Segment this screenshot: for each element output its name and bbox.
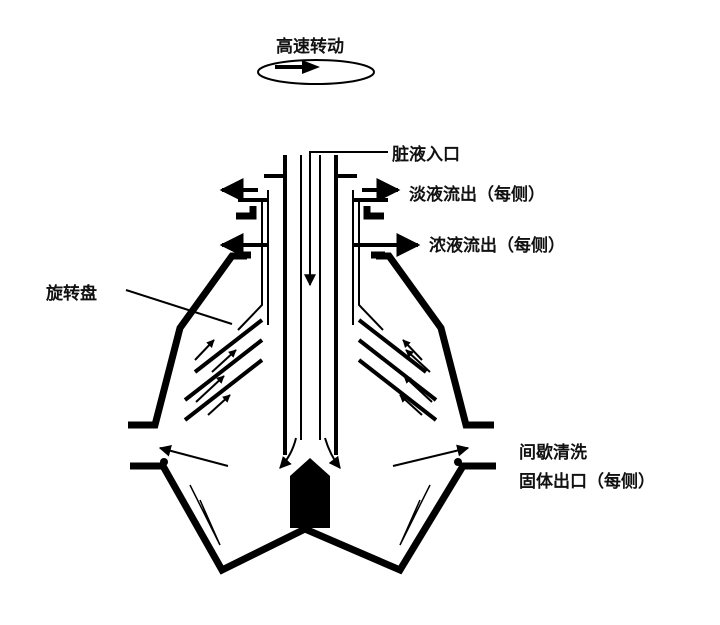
- inlet-flow-arrow: [304, 151, 388, 287]
- sediment-deposits: [160, 458, 462, 546]
- central-distributor: [290, 458, 330, 528]
- solids-outlet-label: 固体出口（每侧）: [519, 471, 655, 492]
- rotating-disc-leader: [125, 289, 233, 325]
- inlet-label: 脏液入口: [392, 144, 460, 165]
- cleaning-label: 间歇清洗: [519, 442, 587, 463]
- heavy-outlet-label: 浓液流出（每侧）: [429, 235, 565, 256]
- bottom-flow-arrows: [158, 437, 470, 469]
- disc-stack-right: [357, 318, 438, 422]
- disc-stack-left: [183, 318, 264, 422]
- central-feed-tube: [237, 155, 384, 455]
- rotating-disc-label: 旋转盘: [45, 283, 97, 304]
- outlet-flow-arrows: [219, 178, 421, 257]
- rotation-arrow-icon: [257, 59, 375, 85]
- light-outlet-label: 淡液流出（每侧）: [409, 184, 545, 205]
- rotation-label: 高速转动: [276, 36, 344, 57]
